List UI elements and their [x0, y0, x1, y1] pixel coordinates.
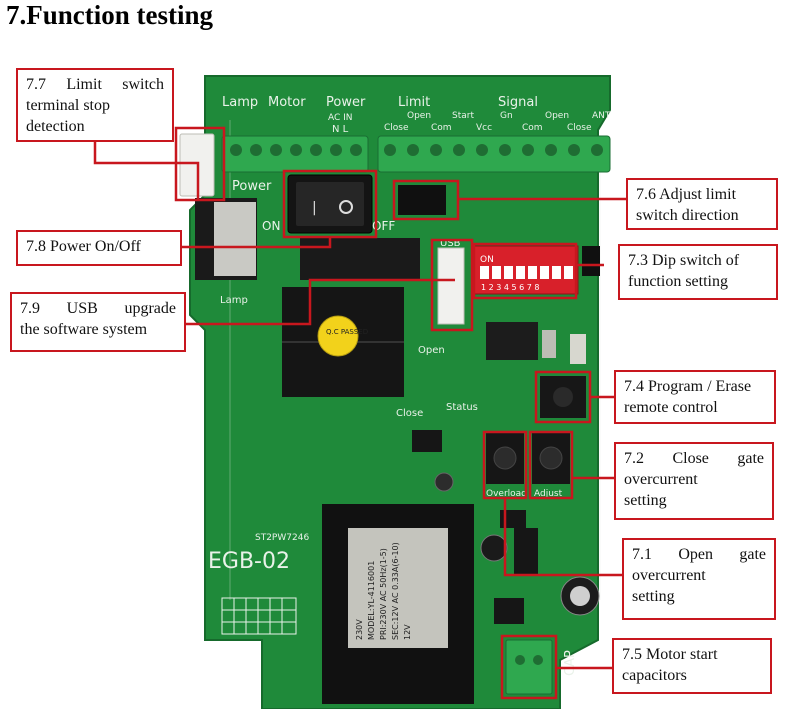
transformer-text: MODEL:YL-4116001 — [367, 561, 376, 640]
qc-sticker — [317, 315, 359, 357]
label-off: OFF — [372, 219, 395, 233]
label-lamp-silk: Lamp — [220, 295, 248, 306]
pin-label: Close — [384, 123, 409, 133]
transformer-text: 12V — [403, 624, 412, 640]
callout-line: overcurrent — [624, 471, 698, 488]
dip-on-label: ON — [480, 255, 494, 265]
highlight-close-pot — [528, 430, 574, 500]
highlight-dip — [472, 242, 578, 300]
label-signal: Signal — [498, 95, 538, 110]
label-adjust: Adjust — [534, 489, 563, 499]
cap-connector — [505, 639, 553, 695]
label-motor: Motor — [268, 95, 306, 110]
pin-label: Start — [452, 111, 474, 121]
callout-line: 7.9 USB upgrade — [20, 300, 176, 317]
callout-dip-switch: 7.3 Dip switch of function setting — [618, 244, 778, 300]
label-usb: USB — [440, 238, 461, 249]
callout-line: 7.3 Dip switch of — [628, 252, 740, 269]
dip-numbers: 1 2 3 4 5 6 7 8 — [481, 283, 540, 292]
header-pins — [582, 246, 600, 276]
label-cap: CAP — [563, 650, 578, 676]
callout-adjust-limit: 7.6 Adjust limit switch direction — [626, 178, 778, 230]
pin-label: Vcc — [476, 123, 492, 133]
label-on: ON — [262, 219, 280, 233]
callout-line: 7.4 Program / Erase — [624, 378, 752, 395]
pin-label: Close — [567, 123, 592, 133]
callout-close-overcurrent: 7.2 Close gate overcurrent setting — [614, 442, 774, 520]
callout-line: the software system — [20, 321, 148, 338]
callout-line: 7.8 Power On/Off — [26, 238, 141, 255]
pin-label: Open — [545, 111, 569, 121]
leader-7-8 — [180, 237, 332, 249]
pin-label: ANT — [592, 111, 611, 121]
leader-7-7 — [93, 140, 200, 200]
label-limit: Limit — [398, 95, 430, 110]
callout-line: 7.5 Motor start — [622, 646, 718, 663]
label-power: Power — [326, 95, 366, 110]
callout-line: setting — [624, 492, 667, 509]
transformer-text: SEC:12V AC 0.33A(6-10) — [391, 542, 400, 640]
label-power-silk: Power — [232, 179, 272, 194]
pin-label: Open — [407, 111, 431, 121]
qc-text: Q.C PASSED — [326, 328, 368, 336]
leader-7-9 — [186, 278, 455, 326]
callout-line: capacitors — [622, 667, 687, 684]
page-title: 7.Function testing — [6, 0, 214, 30]
callout-limit-switch: 7.7 Limit switch terminal stop detection — [16, 68, 174, 142]
microcontroller — [486, 322, 538, 360]
usb-connector — [437, 247, 465, 325]
transformer-text: PRI:230V AC 50Hz(1-5) — [379, 548, 388, 640]
callout-open-overcurrent: 7.1 Open gate overcurrent setting — [622, 538, 776, 620]
callout-line: function setting — [628, 273, 728, 290]
callout-line: 7.1 Open gate — [632, 546, 766, 563]
highlight-usb — [430, 238, 474, 332]
pin-label: Com — [431, 123, 452, 133]
relay-black — [300, 238, 420, 280]
callout-program-erase: 7.4 Program / Erase remote control — [614, 370, 776, 424]
serial-number: ST2PW7246 — [255, 533, 309, 543]
callout-line: switch direction — [636, 207, 739, 224]
callout-line: remote control — [624, 399, 718, 416]
callout-usb-upgrade: 7.9 USB upgrade the software system — [10, 292, 186, 352]
label-close-led: Close — [396, 408, 423, 419]
callout-motor-capacitors: 7.5 Motor start capacitors — [612, 638, 772, 694]
transformer-text: 230V — [355, 619, 364, 640]
callout-line: 7.6 Adjust limit — [636, 186, 737, 203]
svg-text:|: | — [312, 200, 317, 216]
callout-line: 7.2 Close gate — [624, 450, 764, 467]
callout-line: terminal stop — [26, 97, 110, 114]
callout-line: setting — [632, 588, 675, 605]
label-lamp: Lamp — [222, 95, 258, 110]
label-ac-in: AC IN — [328, 113, 353, 123]
callout-line: overcurrent — [632, 567, 706, 584]
label-open-led: Open — [418, 345, 445, 356]
pin-label: Com — [522, 123, 543, 133]
callout-line: detection — [26, 118, 85, 135]
limit-jumper — [398, 185, 446, 215]
label-nl: N L — [332, 124, 349, 135]
label-status-led: Status — [446, 402, 478, 413]
callout-line: 7.7 Limit switch — [26, 76, 164, 93]
jumper-grid — [221, 597, 297, 635]
callout-power-onoff: 7.8 Power On/Off — [16, 230, 182, 266]
model-name: EGB-02 — [208, 549, 290, 574]
pin-label: Gn — [500, 111, 513, 121]
label-overload: Overload — [486, 489, 527, 499]
